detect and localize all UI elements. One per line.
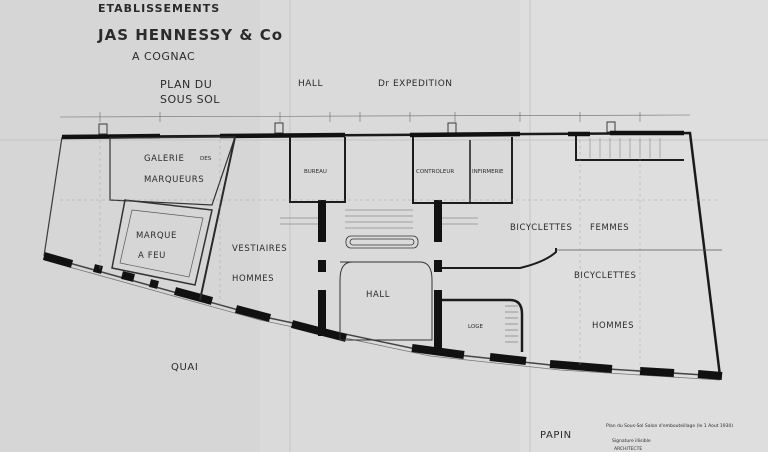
label-bicyclettes-femmes-2: FEMMES — [590, 223, 629, 233]
loge-stair — [505, 305, 518, 343]
header-line1: ETABLISSEMENTS — [98, 2, 220, 15]
label-bicyclettes-hommes-2: HOMMES — [592, 321, 634, 331]
marque-a-feu-room — [111, 199, 213, 286]
header-line2: JAS HENNESSY & Co — [97, 26, 283, 44]
label-bureau: BUREAU — [304, 169, 327, 175]
bay-grid — [60, 140, 720, 372]
galerie-room — [109, 136, 236, 206]
controleur-infirmerie-rooms — [412, 137, 513, 204]
label-galerie: GALERIE — [144, 154, 185, 164]
top-wall-segments — [61, 130, 684, 140]
label-a-feu: A FEU — [138, 251, 166, 261]
architect-line2: ARCHITECTE — [614, 446, 642, 452]
label-bicyclettes-hommes-1: BICYCLETTES — [574, 271, 637, 281]
annotation-note: Plan du Sous-Sol Salon d'embouteillage (… — [606, 423, 733, 429]
label-infirmerie: INFIRMERIE — [472, 169, 504, 175]
stair-treads — [280, 209, 478, 229]
label-galerie-des: DES — [200, 156, 212, 162]
label-controleur: CONTROLEUR — [416, 169, 454, 175]
upper-right-room — [575, 136, 684, 161]
street-papin: PAPIN — [540, 430, 572, 441]
label-vestiaires: VESTIAIRES — [232, 244, 287, 254]
dimension-line — [59, 114, 691, 118]
loge-room — [442, 298, 524, 352]
paper-shade-left — [0, 0, 260, 452]
galerie-wall — [199, 136, 236, 301]
outer-wall-left — [43, 136, 63, 257]
bicycle-partition — [442, 248, 557, 269]
street-quai: QUAI — [171, 362, 198, 373]
top-label-hall: HALL — [298, 79, 323, 89]
architect-line1: Signature illisible — [612, 438, 651, 444]
label-marque: MARQUE — [136, 231, 177, 241]
label-bicyclettes-femmes-1: BICYCLETTES — [510, 223, 573, 233]
header-line3: A COGNAC — [132, 50, 195, 63]
label-marqueurs: MARQUEURS — [144, 175, 204, 185]
plan-title-line2: SOUS SOL — [160, 93, 220, 106]
label-loge: LOGE — [468, 324, 483, 330]
wall-stubs — [98, 121, 616, 135]
plan-title-line1: PLAN DU — [160, 78, 212, 91]
facade-line-outer — [43, 259, 721, 381]
top-label-expedition: Dr EXPEDITION — [378, 79, 453, 89]
dimension-ticks — [99, 112, 641, 122]
paper-shade-right — [520, 0, 768, 452]
columns — [318, 200, 442, 348]
bureau-room — [289, 137, 346, 203]
label-hommes-left: HOMMES — [232, 274, 274, 284]
hall-room — [339, 261, 433, 341]
marque-a-feu-inner — [119, 209, 204, 278]
label-hall: HALL — [366, 290, 390, 300]
entrance-stair — [345, 235, 419, 249]
